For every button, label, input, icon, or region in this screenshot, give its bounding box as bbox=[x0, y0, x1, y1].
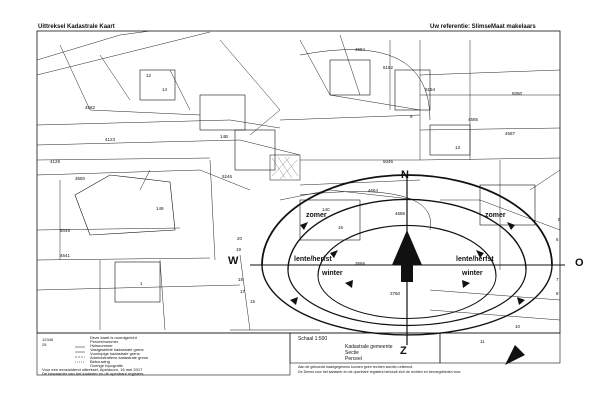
parcel-label[interactable]: 13 bbox=[455, 145, 461, 150]
legend-code-parcel: 12345 bbox=[42, 337, 54, 342]
parcel-label[interactable]: 3760 bbox=[390, 291, 401, 296]
legend-item: Deze kaart is noordgericht bbox=[90, 335, 137, 340]
season-winter-left: winter bbox=[322, 270, 343, 277]
parcel-label[interactable]: 19 bbox=[236, 247, 242, 252]
parcel-field-label: Perceel bbox=[345, 356, 362, 362]
compass-south: Z bbox=[400, 345, 407, 357]
parcel-label[interactable]: 4584 bbox=[355, 47, 366, 52]
map-frame bbox=[36, 30, 561, 334]
parcel-label[interactable]: 5246 bbox=[222, 174, 233, 179]
season-spring-autumn-right: lente/herfst bbox=[456, 256, 494, 263]
parcel-label[interactable]: 20 bbox=[237, 236, 243, 241]
parcel-label[interactable]: 14B bbox=[220, 134, 229, 139]
parcel-label[interactable]: 17 bbox=[240, 289, 246, 294]
sun-arrows bbox=[290, 222, 525, 305]
compass-east: O bbox=[575, 257, 584, 269]
north-arrow-small bbox=[505, 345, 525, 365]
parcel-label[interactable]: 10 bbox=[515, 324, 521, 329]
legend-symbols bbox=[75, 346, 85, 363]
season-spring-autumn-left: lente/herfst bbox=[294, 256, 332, 263]
parcel-label[interactable]: 5154 bbox=[425, 87, 436, 92]
legend-item: Voor een eensluidend uittreksel, Apeldoo… bbox=[42, 367, 143, 372]
municipality-label: Kadastrale gemeente bbox=[345, 344, 393, 350]
parcel-label[interactable]: 12 bbox=[146, 73, 152, 78]
legend-item: Perceelnummer bbox=[90, 339, 119, 344]
parcel-label[interactable]: 16 bbox=[338, 225, 344, 230]
hatched-building bbox=[269, 154, 301, 181]
parcel-label[interactable]: 4686 bbox=[395, 211, 406, 216]
parcel-label[interactable]: 18 bbox=[238, 277, 244, 282]
parcel-label[interactable]: 3650 bbox=[75, 176, 86, 181]
parcel-label[interactable]: 149 bbox=[156, 206, 164, 211]
parcel-label[interactable]: 4123 bbox=[105, 137, 116, 142]
buildings bbox=[74, 59, 536, 303]
parcel-lines bbox=[36, 30, 561, 331]
hatching bbox=[271, 156, 299, 180]
section-label: Sectie bbox=[345, 350, 359, 356]
parcel-label[interactable]: 5045 bbox=[383, 159, 394, 164]
compass-west: W bbox=[228, 255, 239, 267]
parcel-label[interactable]: 4129 bbox=[50, 159, 61, 164]
parcel-label[interactable]: 15 bbox=[250, 299, 256, 304]
legend-item: Huisnummer bbox=[90, 343, 113, 348]
map-title: Uittreksel Kadastrale Kaart bbox=[38, 24, 115, 30]
legend-item: Voorlopige kadastrale grens bbox=[90, 351, 140, 356]
parcel-label[interactable]: 14 bbox=[162, 87, 168, 92]
parcel-label[interactable]: 1 bbox=[140, 281, 143, 286]
parcel-label[interactable]: 6152 bbox=[383, 65, 394, 70]
parcel-label[interactable]: 3666 bbox=[355, 261, 366, 266]
season-winter-right: winter bbox=[462, 270, 483, 277]
season-summer-left: zomer bbox=[306, 212, 327, 219]
scale-label: Schaal 1:500 bbox=[298, 336, 328, 342]
parcel-label[interactable]: 9 bbox=[410, 114, 413, 119]
disclaimer-1: Aan de getoonde kaartgegevens kunnen gee… bbox=[298, 365, 414, 369]
sun-path-diagram bbox=[250, 174, 565, 345]
parcel-label[interactable]: 4587 bbox=[505, 131, 516, 136]
parcel-label[interactable]: 14C bbox=[322, 207, 331, 212]
disclaimer-2: De Dienst voor het kadaster en de openba… bbox=[298, 370, 462, 374]
parcel-label[interactable]: 6 bbox=[556, 237, 559, 242]
parcel-label[interactable]: 4641 bbox=[60, 253, 71, 258]
footer-boxes bbox=[36, 332, 561, 376]
parcel-label[interactable]: 7 bbox=[556, 277, 559, 282]
parcel-label[interactable]: 5049 bbox=[60, 228, 71, 233]
legend-item: Bebouwing bbox=[90, 359, 110, 364]
parcel-label[interactable]: 11 bbox=[480, 339, 485, 344]
legend-item: Administratieve kadastrale grens bbox=[90, 355, 149, 360]
parcel-label[interactable]: 4664 bbox=[368, 188, 379, 193]
legend-item: Vastgestelde kadastrale grens bbox=[90, 347, 144, 352]
parcel-label[interactable]: 4582 bbox=[85, 105, 96, 110]
compass-north: N bbox=[401, 169, 409, 181]
map-reference: Uw referentie: SlimseMaat makelaars bbox=[430, 24, 536, 30]
north-arrow bbox=[392, 230, 422, 265]
parcel-label[interactable]: 8 bbox=[556, 291, 559, 296]
parcel-label[interactable]: 4585 bbox=[468, 117, 479, 122]
legend-item: De bewaarder van het kadaster en de open… bbox=[42, 371, 144, 376]
parcel-label[interactable]: 5050 bbox=[512, 91, 523, 96]
parcel-label[interactable]: 5 bbox=[558, 217, 561, 222]
legend-code-house: 25 bbox=[42, 342, 47, 347]
season-summer-right: zomer bbox=[485, 212, 506, 219]
legend-item: Overige topografie bbox=[90, 363, 123, 368]
